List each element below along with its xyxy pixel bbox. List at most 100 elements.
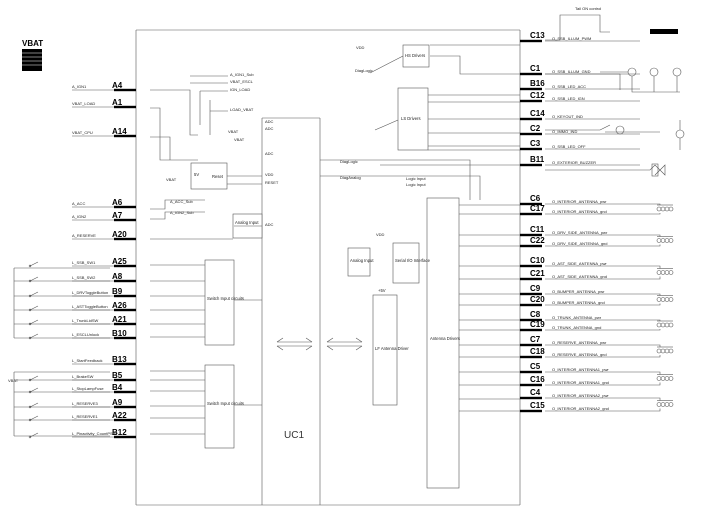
svg-text:LS Drivers: LS Drivers xyxy=(401,116,421,121)
signal-label: L_ASTToggleButton xyxy=(72,304,108,309)
pin-label: C2 xyxy=(530,124,541,133)
svg-text:HS Drivers: HS Drivers xyxy=(405,53,425,58)
pin-label: C7 xyxy=(530,335,541,344)
pin-label: C19 xyxy=(530,320,545,329)
pin-label: B10 xyxy=(112,329,127,338)
svg-text:LF Antenna Driver: LF Antenna Driver xyxy=(375,346,409,351)
antenna-coil xyxy=(640,203,674,215)
switch-symbol xyxy=(28,402,39,409)
signal-label: L_RESERVE3 xyxy=(72,401,98,406)
left-pin-a25: A25 L_SSB_SW1 xyxy=(72,257,136,268)
pin-label: C3 xyxy=(530,139,541,148)
signal-label: O_SSB_LED_OFF xyxy=(552,144,586,149)
antenna-drivers-block: Antenna Drivers xyxy=(426,197,460,489)
signal-label: L_StartFeedback xyxy=(72,358,102,363)
signal-label: L_BrakeSW xyxy=(72,374,94,379)
right-wiring xyxy=(320,44,520,412)
switch-symbol xyxy=(28,333,39,340)
pin-label: A7 xyxy=(112,211,123,220)
signal-label: L_TrunkLidSW xyxy=(72,318,99,323)
signal-label: O_SSB_ILLUM_GND xyxy=(552,69,591,74)
pin-label: A6 xyxy=(112,198,123,207)
svg-text:VBAT: VBAT xyxy=(166,177,177,182)
svg-text:VBAT: VBAT xyxy=(234,137,245,142)
signal-label: O_EXTERIOR_BUZZER xyxy=(552,160,596,165)
pin-label: A14 xyxy=(112,127,127,136)
left-pin-b5: B5L_BrakeSW xyxy=(72,371,136,382)
svg-text:ADC: ADC xyxy=(265,151,274,156)
pin-label: A4 xyxy=(112,81,123,90)
switch-input-block-1: Switch Input circuits xyxy=(204,259,244,346)
signal-label: VBAT_CPU xyxy=(72,130,93,135)
regulator-block: 5V Reset xyxy=(190,162,228,190)
svg-text:Antenna Drivers: Antenna Drivers xyxy=(430,336,460,341)
pin-label: C8 xyxy=(530,310,541,319)
pin-label: C4 xyxy=(530,388,541,397)
bus-arrow-left xyxy=(276,337,313,351)
switch-symbol xyxy=(28,415,39,422)
signal-label: O_INTERIOR_ANTENNA2_gnd xyxy=(552,406,609,411)
svg-text:Switch Input circuits: Switch Input circuits xyxy=(207,401,244,406)
signal-label: O_RESERVE_ANTENNA_pwr xyxy=(552,340,607,345)
left-wiring xyxy=(13,75,262,437)
pin-label: C11 xyxy=(530,225,545,234)
left-pin-a8: A8L_SSB_SW2 xyxy=(72,272,136,283)
switch-input-block-2: Switch Input circuits xyxy=(204,364,244,449)
svg-text:VDD: VDD xyxy=(265,172,274,177)
bus-arrow-right xyxy=(326,337,363,351)
svg-text:Analog Input: Analog Input xyxy=(350,258,374,263)
svg-text:IGN_LOAD: IGN_LOAD xyxy=(230,87,250,92)
ls-drivers-block: LS Drivers xyxy=(397,87,429,151)
signal-label: VBAT_LOAD xyxy=(72,101,95,106)
pin-label: A25 xyxy=(112,257,127,266)
switch-symbol xyxy=(28,432,39,439)
pin-label: B9 xyxy=(112,287,123,296)
left-pin-b4: B4L_StopLampFuse xyxy=(72,383,136,394)
pin-label: B12 xyxy=(112,428,127,437)
switch-symbol xyxy=(28,375,39,382)
svg-text:ADC: ADC xyxy=(265,126,274,131)
signal-label: O_INTERIOR_ANTENNA1_pwr xyxy=(552,367,609,372)
signal-label: L_Pinactivity_CountPSW xyxy=(72,431,117,436)
left-connector-pins: A4A_IGN1A1VBAT_LOADA14VBAT_CPUA6A_ACCA7A… xyxy=(72,81,136,439)
pin-label: C12 xyxy=(530,91,545,100)
pin-label: C17 xyxy=(530,204,545,213)
left-pin-a4: A4 A_IGN1 xyxy=(72,81,136,92)
pin-label: C16 xyxy=(530,375,545,384)
left-pin-a7: A7A_IGN2 xyxy=(72,211,136,222)
svg-text:Reset: Reset xyxy=(212,174,224,179)
battery-label: VBAT xyxy=(22,39,43,48)
signal-label: L_StopLampFuse xyxy=(72,386,104,391)
signal-label: O_SSB_LED_IGN xyxy=(552,96,585,101)
lf-antenna-driver-block: LF Antenna Driver +5V xyxy=(372,288,409,406)
pin-label: C13 xyxy=(530,31,545,40)
signal-label: O_AST_SIDE_ANTENNA_gnd xyxy=(552,274,607,279)
pin-label: A21 xyxy=(112,315,127,324)
switch-symbol xyxy=(28,261,39,268)
signal-label: O_BUMPER_ANTENNA_gnd xyxy=(552,300,605,305)
antenna-coil xyxy=(640,293,674,306)
signal-label: L_SSB_SW1 xyxy=(72,260,96,265)
svg-text:A_IGN2_Sub: A_IGN2_Sub xyxy=(170,210,194,215)
signal-label: A_IGN1 xyxy=(72,84,87,89)
pin-label: C10 xyxy=(530,256,545,265)
svg-text:5V: 5V xyxy=(194,172,199,177)
antenna-coil xyxy=(640,234,674,247)
vbat-monitor-block: Analog Input xyxy=(347,247,374,277)
left-pin-a9: A9L_RESERVE3 xyxy=(72,398,136,409)
left-pin-a6: A6A_ACC xyxy=(72,198,136,209)
antenna-coils xyxy=(640,203,674,412)
